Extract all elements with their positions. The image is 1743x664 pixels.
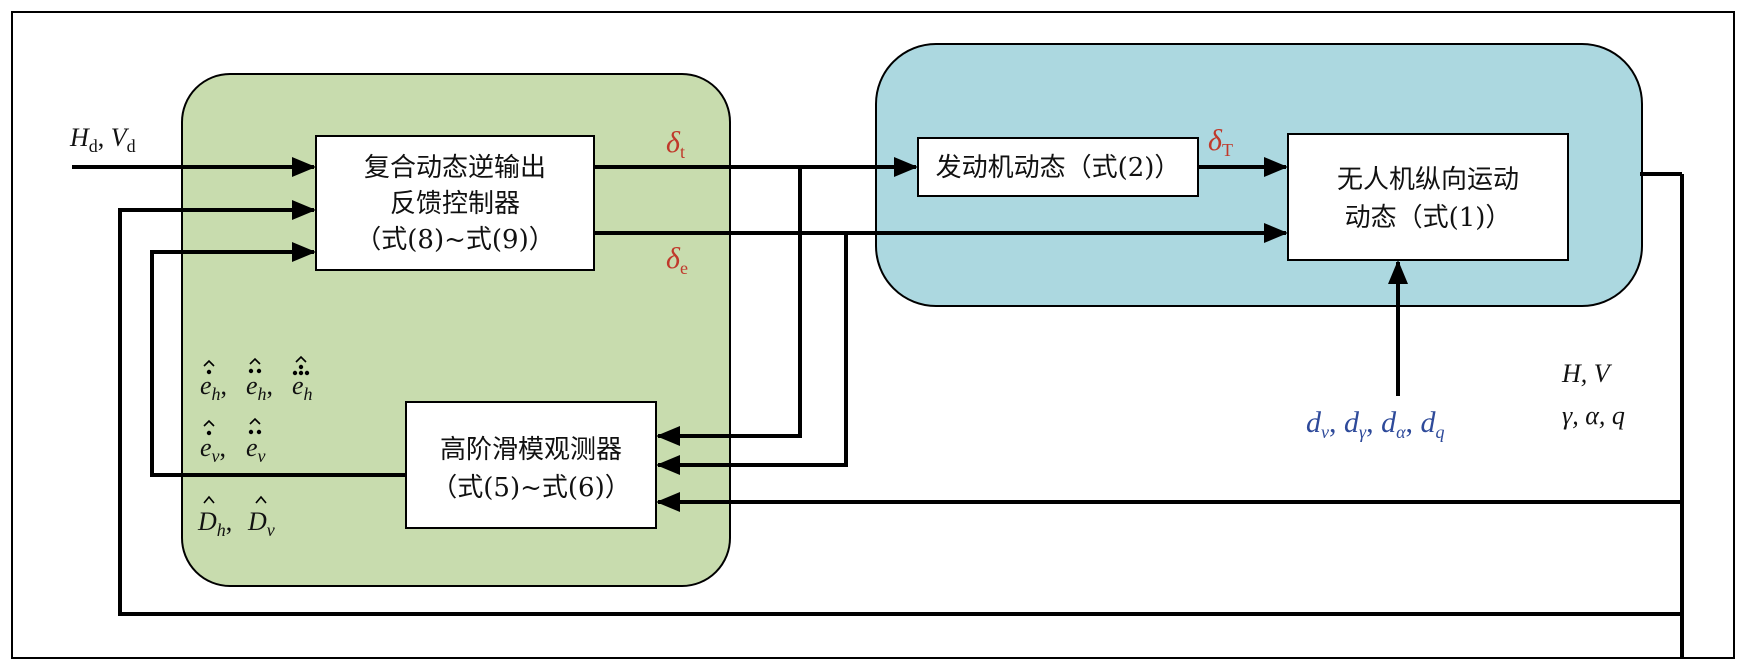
delta-T-label: δT (1208, 124, 1233, 160)
uav-block (1287, 133, 1569, 261)
estimate-row-1: eh, eh, eh (200, 355, 313, 404)
observer-block (405, 401, 657, 529)
engine-label: 发动机动态（式(2)） (936, 153, 1181, 183)
svg-text:eh,: eh, (200, 371, 227, 404)
delta-e-label: δe (666, 242, 688, 278)
estimate-row-2: ev, ev (200, 417, 266, 466)
controller-label-2: 反馈控制器 (390, 189, 520, 219)
uav-label-2: 动态（式(1)） (1345, 203, 1512, 233)
uav-label-1: 无人机纵向运动 (1337, 165, 1519, 195)
svg-text:eh,: eh, (246, 371, 273, 404)
delta-t-to-observer (656, 167, 802, 446)
ref-input-label: Hd, Vd (69, 123, 136, 156)
svg-text:Dv: Dv (247, 507, 275, 540)
output-label-1: H, V (1561, 359, 1613, 388)
delta-t-label: δt (666, 126, 685, 162)
svg-text:ev: ev (246, 433, 266, 466)
svg-text:ev,: ev, (200, 433, 226, 466)
estimate-row-3: Dh, Dv (197, 495, 275, 540)
observer-label-1: 高阶滑模观测器 (440, 435, 622, 465)
svg-text:Dh,: Dh, (197, 507, 232, 540)
estimate-feedback-line (150, 242, 406, 477)
controller-label-1: 复合动态逆输出 (364, 153, 546, 183)
svg-text:eh: eh (292, 371, 313, 404)
outer-feedback-line (118, 174, 1684, 616)
controller-label-3: （式(8)~式(9)） (355, 225, 554, 255)
output-label-2: γ, α, q (1562, 401, 1625, 430)
controller-block (315, 135, 595, 271)
observer-label-2: （式(5)~式(6)） (431, 473, 630, 503)
delta-e-to-observer (656, 233, 848, 475)
disturbance-label: dv, dγ, dα, dq (1306, 406, 1445, 442)
